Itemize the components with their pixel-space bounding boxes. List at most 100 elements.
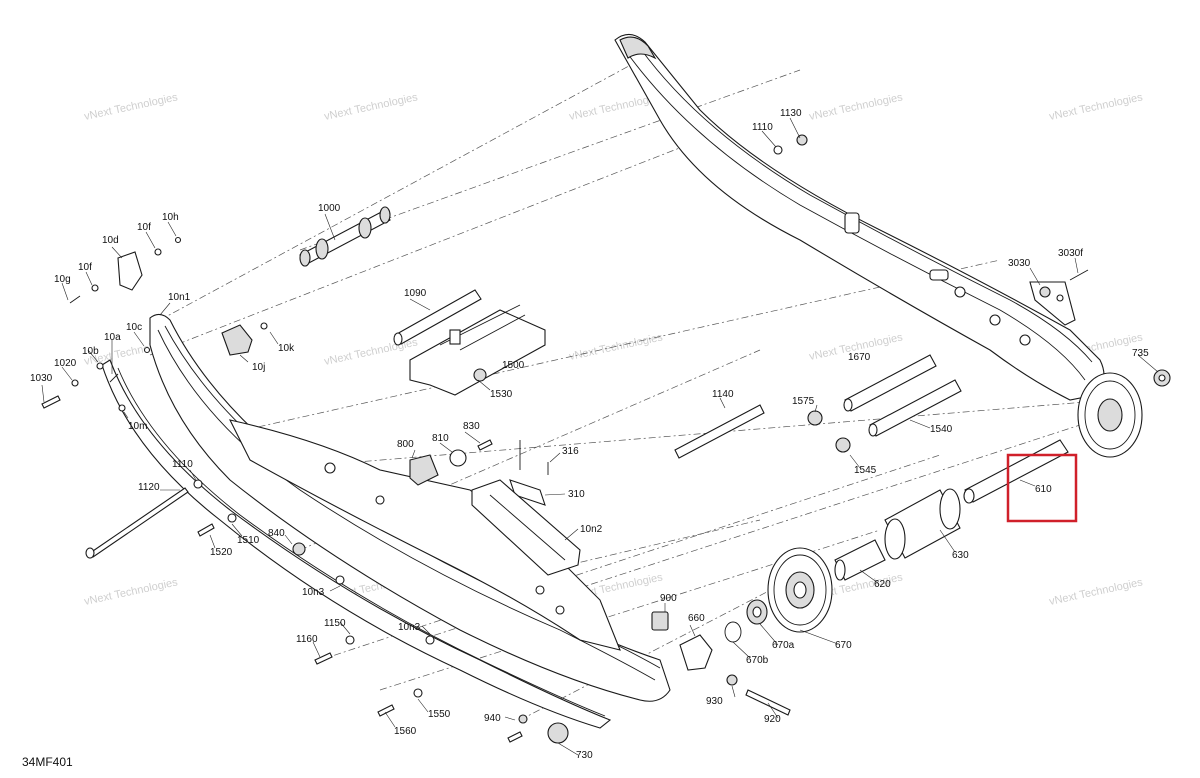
label-10j: 10j <box>252 362 265 373</box>
label-1540: 1540 <box>930 424 953 435</box>
part-920 <box>745 689 791 716</box>
part-1530 <box>473 368 487 382</box>
label-1030: 1030 <box>30 373 53 384</box>
label-840: 840 <box>268 528 285 539</box>
part-1550 <box>413 688 423 698</box>
part-1110-left <box>193 479 203 489</box>
part-670b <box>724 621 742 643</box>
part-1110-top <box>773 145 783 155</box>
label-1140: 1140 <box>712 389 734 400</box>
watermark: vNext Technologies <box>323 91 419 123</box>
part-10c <box>143 346 151 354</box>
part-1090 <box>393 289 482 346</box>
label-10d: 10d <box>102 235 119 246</box>
label-1670: 1670 <box>848 352 871 363</box>
part-316 <box>519 440 549 475</box>
label-10f-b: 10f <box>78 262 92 273</box>
label-1575: 1575 <box>792 396 815 407</box>
part-1575 <box>807 410 823 426</box>
label-900: 900 <box>660 593 677 604</box>
label-1090: 1090 <box>404 288 427 299</box>
left-rail <box>101 313 671 729</box>
part-1030 <box>41 395 61 409</box>
label-610: 610 <box>1035 484 1052 495</box>
watermark: vNext Technologies <box>1048 576 1144 608</box>
label-930: 930 <box>706 696 723 707</box>
label-670: 670 <box>835 640 852 651</box>
part-1540 <box>868 379 962 437</box>
diagram-reference: 34MF401 <box>22 755 73 769</box>
part-1140 <box>674 404 765 459</box>
label-670b: 670b <box>746 655 769 666</box>
label-10n1: 10n1 <box>168 292 191 303</box>
part-1130 <box>796 134 808 146</box>
label-10a: 10a <box>104 332 121 343</box>
label-1530: 1530 <box>490 389 513 400</box>
assembly-axes <box>149 59 1111 721</box>
label-1545: 1545 <box>854 465 877 476</box>
label-1000: 1000 <box>318 203 341 214</box>
part-1670 <box>843 354 937 412</box>
part-10m <box>118 404 126 412</box>
part-1020 <box>71 379 79 387</box>
label-1500: 1500 <box>502 360 525 371</box>
part-670a <box>746 599 768 625</box>
watermark: vNext Technologies <box>83 576 179 608</box>
label-1110-top: 1110 <box>752 122 773 133</box>
label-316: 316 <box>562 446 579 457</box>
part-840 <box>292 542 306 556</box>
part-930 <box>726 674 738 686</box>
label-1520: 1520 <box>210 547 233 558</box>
watermark: vNext Technologies <box>808 91 904 123</box>
part-10n2 <box>471 479 581 576</box>
label-10b: 10b <box>82 346 99 357</box>
part-660 <box>679 634 713 671</box>
part-10f-a <box>154 248 162 256</box>
part-10a <box>109 373 119 383</box>
label-1120: 1120 <box>138 482 160 493</box>
part-10h <box>174 236 182 244</box>
part-630 <box>884 488 961 560</box>
part-10g <box>69 295 81 304</box>
part-670 <box>767 547 833 633</box>
part-800 <box>409 454 439 486</box>
label-660: 660 <box>688 613 705 624</box>
label-310: 310 <box>568 489 585 500</box>
label-10n3-b: 10n3 <box>398 622 421 633</box>
part-1510 <box>227 513 237 523</box>
label-1550: 1550 <box>428 709 451 720</box>
part-10f-b <box>91 284 99 292</box>
part-3030f <box>1069 269 1089 281</box>
label-10k: 10k <box>278 343 295 354</box>
part-730 <box>547 722 569 744</box>
part-1000 <box>299 206 391 267</box>
part-310 <box>509 479 546 506</box>
label-920: 920 <box>764 714 781 725</box>
part-620 <box>834 539 886 581</box>
part-10n3-b <box>425 635 435 645</box>
label-630: 630 <box>952 550 969 561</box>
part-900 <box>651 611 669 631</box>
label-810: 810 <box>432 433 449 444</box>
part-1545 <box>835 437 851 453</box>
label-10h: 10h <box>162 212 179 223</box>
part-1500 <box>409 304 546 396</box>
label-10f-a: 10f <box>137 222 151 233</box>
part-1150 <box>345 635 355 645</box>
label-10m: 10m <box>128 421 147 432</box>
label-10n3-a: 10n3 <box>302 587 325 598</box>
label-1110-left: 1110 <box>172 459 193 470</box>
watermark: vNext Technologies <box>568 331 664 363</box>
highlight-box-610 <box>1006 453 1078 523</box>
label-10c: 10c <box>126 322 142 333</box>
label-730: 730 <box>576 750 593 761</box>
label-735: 735 <box>1132 348 1149 359</box>
part-735 <box>1153 369 1171 387</box>
label-1150: 1150 <box>324 618 346 629</box>
part-1560 <box>377 704 395 717</box>
watermark: vNext Technologies <box>1048 91 1144 123</box>
label-10g: 10g <box>54 274 71 285</box>
part-10j <box>221 324 253 356</box>
label-1020: 1020 <box>54 358 77 369</box>
